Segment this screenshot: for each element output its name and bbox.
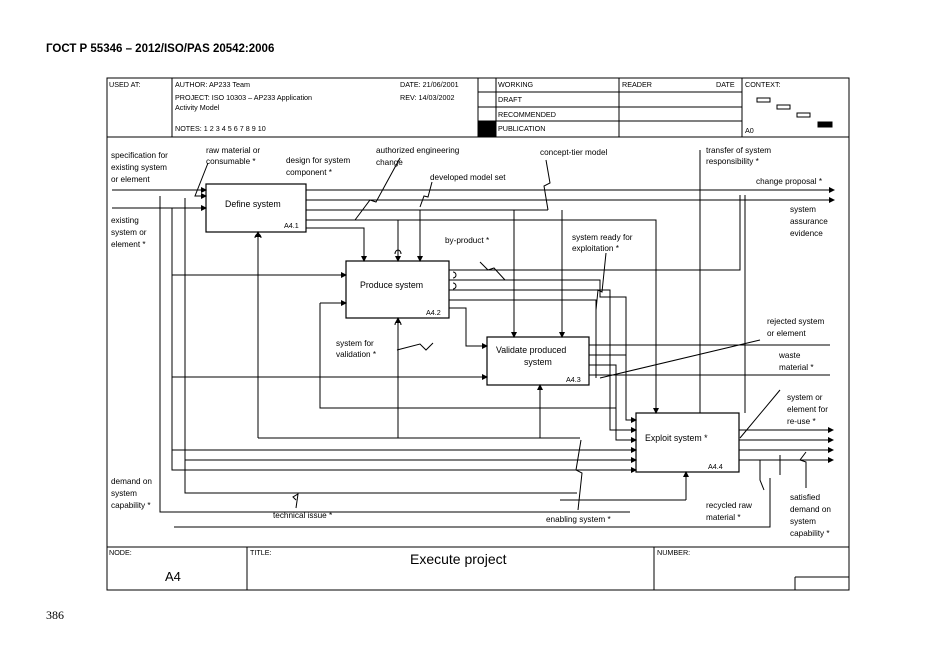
number-label: NUMBER: [657, 548, 690, 557]
rev-label: REV: 14/03/2002 [400, 93, 454, 102]
author-label: AUTHOR: AP233 Team [175, 80, 250, 89]
label-design-2: component * [286, 168, 333, 177]
activity-id: A4.2 [426, 308, 441, 317]
label-authorized-change: authorized engineering [376, 146, 460, 155]
context-node: A0 [745, 126, 754, 135]
activity-box-a4-4: Exploit system * A4.4 [635, 412, 740, 473]
label-assurance: system [790, 205, 816, 214]
status-draft: DRAFT [498, 95, 523, 104]
label-raw-material-2: consumable * [206, 157, 256, 166]
label-reuse-2: element for [787, 405, 828, 414]
page-number: 386 [46, 608, 64, 622]
label-demand: demand on [111, 477, 152, 486]
notes-label: NOTES: 1 2 3 4 5 6 7 8 9 10 [175, 124, 266, 133]
activity-box-a4-3: Validate produced system A4.3 [486, 336, 590, 386]
activity-box-a4-1: Define system A4.1 [205, 183, 307, 233]
label-satisfied-2: demand on [790, 505, 831, 514]
label-assurance-3: evidence [790, 229, 823, 238]
diagram-frame [106, 77, 850, 591]
label-recycled: recycled raw [706, 501, 752, 510]
diagram-title: Execute project [410, 551, 507, 567]
label-waste: waste [778, 351, 801, 360]
tunnel-marks [254, 233, 457, 326]
arrow-network [112, 150, 835, 528]
label-transfer-2: responsibility * [706, 157, 760, 166]
label-authorized-change-2: change [376, 158, 403, 167]
activity-label: Validate produced [496, 345, 566, 355]
label-demand-2: system [111, 489, 137, 498]
activity-label-line2: system [524, 357, 552, 367]
label-validation-2: validation * [336, 350, 377, 359]
label-developed-model: developed model set [430, 173, 506, 182]
document-header: ГОСТ Р 55346 – 2012/ISO/PAS 20542:2006 [46, 43, 275, 55]
label-satisfied-3: system [790, 517, 816, 526]
label-existing: existing [111, 216, 139, 225]
label-satisfied-4: capability * [790, 529, 830, 538]
node-label: NODE: [109, 548, 132, 557]
title-label: TITLE: [250, 548, 272, 557]
status-recommended: RECOMMENDED [498, 110, 556, 119]
reader-date-label: DATE [716, 80, 735, 89]
label-transfer: transfer of system [706, 146, 771, 155]
used-at-label: USED AT: [109, 80, 140, 89]
label-reuse: system or [787, 393, 823, 402]
date-label: DATE: 21/06/2001 [400, 80, 459, 89]
label-existing-3: element * [111, 240, 146, 249]
activity-id: A4.4 [708, 462, 723, 471]
label-raw-material: raw material or [206, 146, 260, 155]
label-ready-2: exploitation * [572, 244, 620, 253]
publication-marker [478, 121, 496, 137]
activity-box-a4-2: Produce system A4.2 [345, 260, 450, 319]
context-thumbnail [756, 97, 833, 128]
label-assurance-2: assurance [790, 217, 828, 226]
label-concept-tier: concept-tier model [540, 148, 608, 157]
status-publication: PUBLICATION [498, 124, 545, 133]
reader-label: READER [622, 80, 652, 89]
label-enabling-system: enabling system * [546, 515, 611, 524]
activity-label: Define system [225, 199, 281, 209]
label-validation: system for [336, 339, 374, 348]
label-change-proposal: change proposal * [756, 177, 823, 186]
arrow-labels: specification for existing system or ele… [111, 146, 831, 538]
activity-label: Produce system [360, 280, 423, 290]
activity-id: A4.1 [284, 221, 299, 230]
label-design: design for system [286, 156, 350, 165]
label-technical-issue: technical issue * [273, 511, 333, 520]
project-label: PROJECT: ISO 10303 – AP233 Application [175, 93, 312, 102]
label-ready: system ready for [572, 233, 633, 242]
label-waste-2: material * [779, 363, 814, 372]
activity-label: Exploit system * [645, 433, 708, 443]
label-demand-3: capability * [111, 501, 151, 510]
label-satisfied: satisfied [790, 493, 820, 502]
label-recycled-2: material * [706, 513, 741, 522]
activity-id: A4.3 [566, 375, 581, 384]
project-label-line2: Activity Model [175, 103, 220, 112]
context-label: CONTEXT: [745, 80, 781, 89]
status-working: WORKING [498, 80, 534, 89]
label-existing-2: system or [111, 228, 147, 237]
label-specification: specification for [111, 151, 168, 160]
label-rejected-2: or element [767, 329, 806, 338]
label-specification-3: or element [111, 175, 150, 184]
node-value: A4 [165, 569, 181, 584]
label-rejected: rejected system [767, 317, 825, 326]
label-reuse-3: re-use * [787, 417, 816, 426]
label-byproduct: by-product * [445, 236, 490, 245]
label-specification-2: existing system [111, 163, 167, 172]
